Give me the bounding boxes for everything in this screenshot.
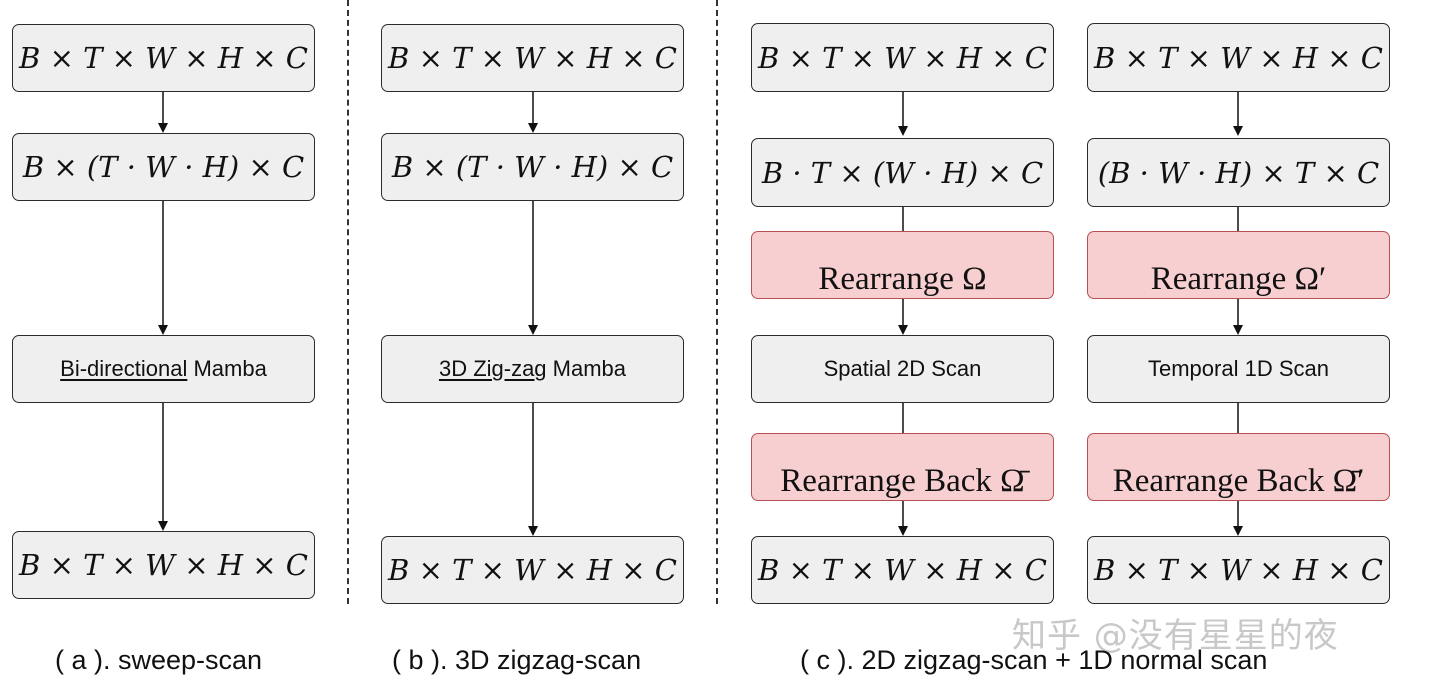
cl-reshape-label: B · T × (W · H) × C (761, 155, 1044, 190)
cr-output-shape-label: B × T × W × H × C (1094, 553, 1383, 587)
column-separator-bc (716, 0, 718, 604)
cr-rearrange-label: Rearrange Ω′ (1150, 261, 1327, 297)
cl-rearrange-back-label: Rearrange Back Ω̄ (780, 463, 1025, 499)
cl-rearrange-label: Rearrange Ω (818, 261, 987, 297)
a-flatten-shape-label: B × (T · W · H) × C (22, 150, 305, 184)
cl-scan-box: Spatial 2D Scan (751, 335, 1054, 403)
b-flatten-shape-box: B × (T · W · H) × C (381, 133, 684, 201)
b-output-shape-label: B × T × W × H × C (388, 553, 677, 587)
a-mamba-box: Bi-directional Mamba (12, 335, 315, 403)
b-mamba-box: 3D Zig-zag Mamba (381, 335, 684, 403)
cl-rearrange-back-box: Rearrange Back Ω̄ (751, 433, 1054, 501)
b-mamba-rest-label: Mamba (546, 356, 627, 381)
caption-c: ( c ). 2D zigzag-scan + 1D normal scan (800, 645, 1268, 675)
cl-input-shape-label: B × T × W × H × C (758, 40, 1047, 75)
cr-input-shape-label: B × T × W × H × C (1094, 40, 1383, 75)
cl-rearrange-box: Rearrange Ω (751, 231, 1054, 299)
cl-output-shape-box: B × T × W × H × C (751, 536, 1054, 604)
cr-reshape-box: (B · W · H) × T × C (1087, 138, 1390, 207)
a-output-shape-label: B × T × W × H × C (19, 548, 308, 582)
cr-input-shape-box: B × T × W × H × C (1087, 23, 1390, 92)
cr-rearrange-back-label: Rearrange Back Ω̄′ (1112, 463, 1365, 499)
cl-output-shape-label: B × T × W × H × C (758, 553, 1047, 587)
watermark-text: 知乎 @没有星星的夜 (1012, 616, 1339, 656)
cl-scan-label: Spatial 2D Scan (823, 356, 982, 381)
a-input-shape-label: B × T × W × H × C (19, 41, 308, 75)
cr-rearrange-back-box: Rearrange Back Ω̄′ (1087, 433, 1390, 501)
cl-reshape-box: B · T × (W · H) × C (751, 138, 1054, 207)
cr-scan-box: Temporal 1D Scan (1087, 335, 1390, 403)
cl-input-shape-box: B × T × W × H × C (751, 23, 1054, 92)
a-flatten-shape-box: B × (T · W · H) × C (12, 133, 315, 201)
b-input-shape-box: B × T × W × H × C (381, 24, 684, 92)
a-input-shape-box: B × T × W × H × C (12, 24, 315, 92)
a-output-shape-box: B × T × W × H × C (12, 531, 315, 599)
cr-reshape-label: (B · W · H) × T × C (1097, 155, 1380, 190)
b-mamba-underlined-label: 3D Zig-zag (438, 356, 547, 381)
a-mamba-rest-label: Mamba (187, 356, 267, 381)
column-separator-ab (347, 0, 349, 604)
b-output-shape-box: B × T × W × H × C (381, 536, 684, 604)
cr-output-shape-box: B × T × W × H × C (1087, 536, 1390, 604)
cr-scan-label: Temporal 1D Scan (1148, 356, 1329, 381)
b-flatten-shape-label: B × (T · W · H) × C (391, 150, 674, 184)
caption-a: ( a ). sweep-scan (55, 645, 263, 675)
a-mamba-underlined-label: Bi-directional (60, 356, 188, 381)
cr-rearrange-box: Rearrange Ω′ (1087, 231, 1390, 299)
caption-b: ( b ). 3D zigzag-scan (392, 645, 642, 675)
b-input-shape-label: B × T × W × H × C (388, 41, 677, 75)
